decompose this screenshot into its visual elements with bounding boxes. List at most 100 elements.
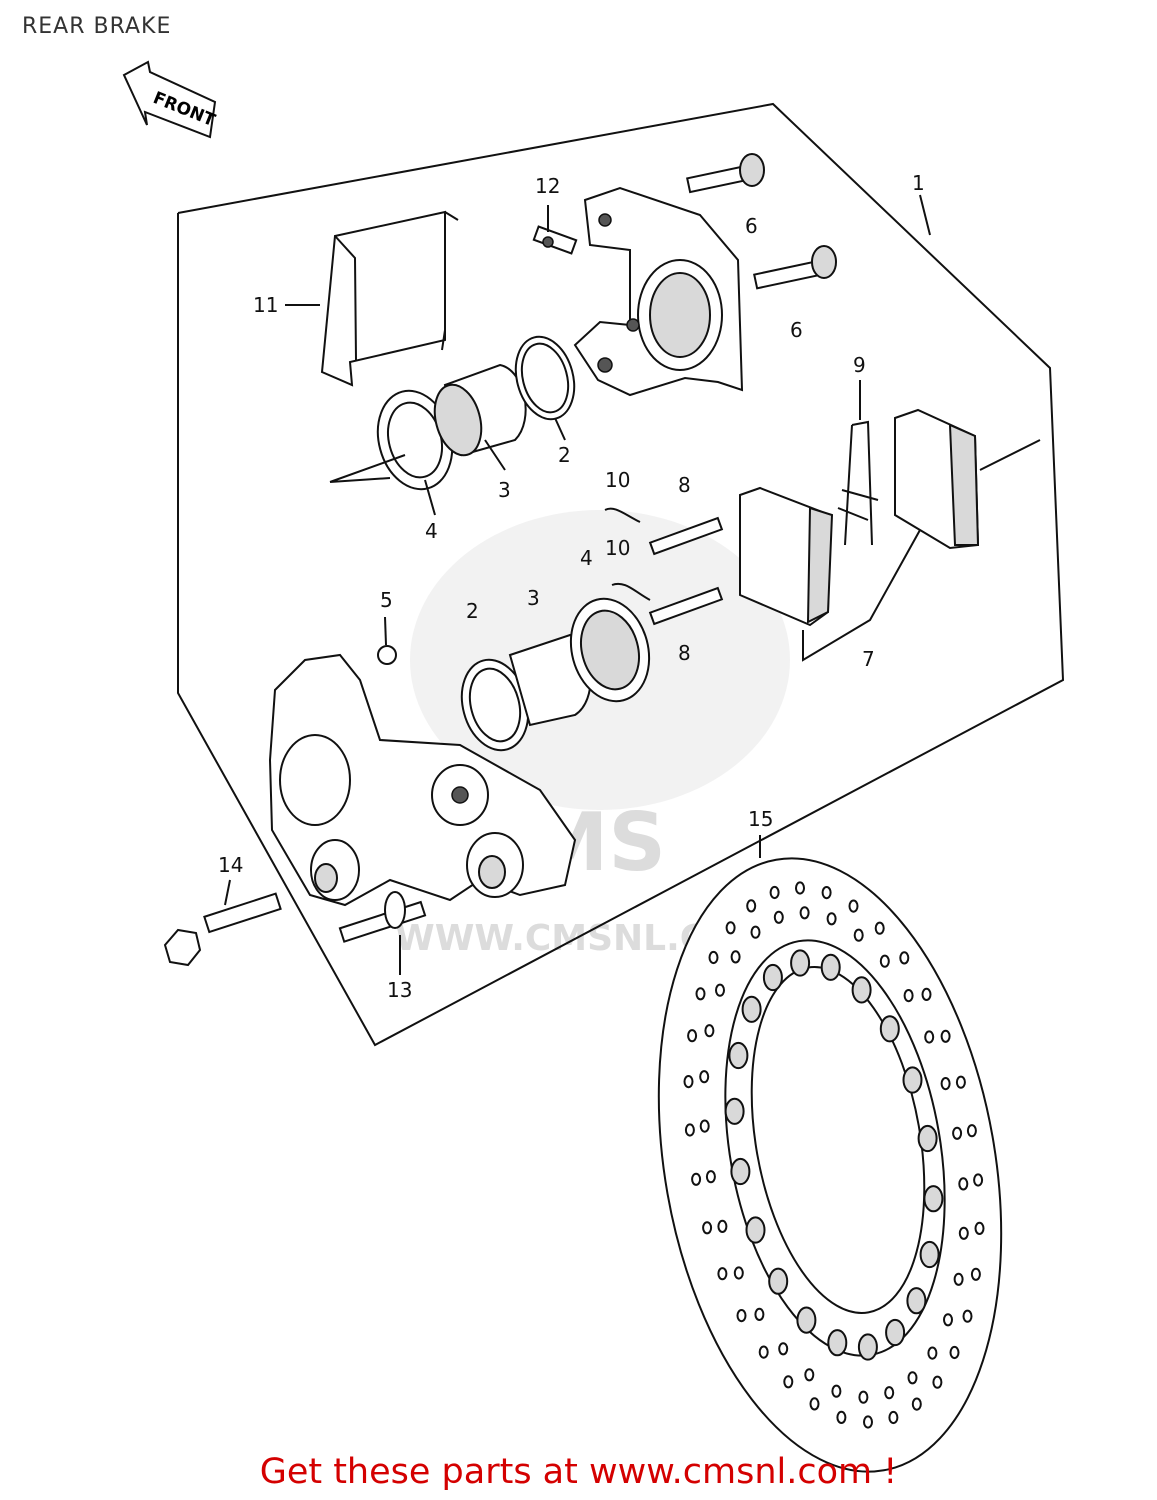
disc-hole: [899, 951, 910, 965]
bleeder-valve-part: [532, 225, 578, 255]
disc-hole: [804, 1368, 815, 1382]
callout-11: 11: [253, 293, 278, 317]
disc-hole: [885, 1318, 906, 1347]
disc-hole: [728, 1041, 749, 1070]
disc-hole: [863, 1415, 873, 1429]
disc-hole: [879, 954, 890, 968]
disc-hole: [906, 1287, 927, 1315]
disc-hole: [848, 899, 859, 913]
callout-2: 2: [466, 599, 479, 623]
disc-drill-holes: [683, 881, 985, 1429]
callout-7: 7: [862, 647, 875, 671]
callout-6: 6: [790, 318, 803, 342]
disc-hole: [820, 953, 841, 981]
disc-hole: [943, 1313, 953, 1327]
disc-hole: [851, 976, 872, 1004]
callout-4: 4: [425, 519, 438, 543]
piston-seal-group-lower: [377, 597, 651, 752]
caliper-bracket-part: [573, 186, 744, 397]
disc-hole: [730, 950, 741, 964]
callout-6: 6: [745, 214, 758, 238]
page-title: REAR BRAKE: [22, 14, 172, 39]
disc-hole: [733, 1266, 744, 1280]
disc-hole: [762, 963, 783, 992]
disc-hole: [923, 1185, 944, 1213]
disc-hole: [730, 1157, 751, 1186]
piston-seal-group-upper: [376, 335, 576, 491]
disc-hole: [790, 949, 811, 977]
disc-hole: [695, 987, 706, 1001]
callout-9: 9: [853, 353, 866, 377]
disc-hole: [962, 1309, 973, 1323]
disc-hole: [884, 1386, 895, 1400]
disc-hole: [924, 1030, 935, 1044]
disc-hole: [966, 1124, 977, 1138]
disc-hole: [853, 928, 864, 942]
disc-hole: [958, 1226, 969, 1240]
disc-hole: [919, 1240, 940, 1269]
disc-hole: [874, 921, 885, 935]
disc-hole: [683, 1075, 694, 1089]
disc-hole: [746, 899, 757, 913]
callout-10: 10: [605, 536, 630, 560]
callout-leader-lines: [224, 194, 1041, 975]
disc-hole: [691, 1172, 702, 1186]
mounting-bolt-parts: [163, 891, 427, 967]
callout-4: 4: [580, 546, 593, 570]
disc-hole: [796, 1306, 817, 1334]
callout-14: 14: [218, 853, 243, 877]
disc-hole: [758, 1345, 769, 1359]
disc-hole: [768, 1267, 789, 1295]
disc-hole: [949, 1345, 960, 1360]
disc-hole: [827, 1329, 848, 1357]
pad-cover-part: [320, 210, 459, 387]
disc-hole: [705, 1170, 716, 1184]
disc-hole: [907, 1371, 918, 1385]
disc-hole: [684, 1123, 695, 1137]
disc-hole: [699, 1070, 710, 1084]
disc-hole: [778, 1342, 789, 1356]
caliper-body-part: [268, 653, 577, 907]
disc-hole: [974, 1221, 985, 1236]
disc-hole: [750, 925, 761, 939]
callout-13: 13: [387, 978, 412, 1002]
disc-hole: [953, 1272, 964, 1286]
disc-hole: [970, 1267, 981, 1281]
pad-spring-part: [837, 420, 879, 546]
disc-hole: [932, 1375, 943, 1389]
disc-hole: [704, 1024, 715, 1038]
disc-hole: [769, 885, 780, 900]
disc-hole: [903, 989, 914, 1003]
disc-hole: [831, 1384, 842, 1398]
disc-hole: [857, 1333, 878, 1361]
disc-hole: [888, 1410, 899, 1425]
disc-hole: [836, 1410, 847, 1425]
disc-hole: [724, 1097, 745, 1125]
disc-hole: [699, 1119, 710, 1133]
callout-3: 3: [498, 478, 511, 502]
disc-hole: [952, 1126, 963, 1140]
front-direction-arrow: FRONT: [122, 60, 218, 139]
footer-parts-link[interactable]: Get these parts at www.cmsnl.com !: [259, 1452, 898, 1492]
pin-and-clip-parts: [604, 507, 724, 626]
callout-12: 12: [535, 174, 560, 198]
brake-pad-part: [739, 408, 980, 627]
disc-hole: [917, 1124, 938, 1153]
assembly-outline: [177, 102, 1065, 1047]
disc-hole: [708, 950, 719, 965]
disc-hole: [940, 1029, 951, 1043]
disc-hole: [717, 1219, 728, 1234]
disc-hole: [702, 1221, 713, 1235]
disc-hole: [927, 1346, 938, 1360]
disc-hole: [826, 912, 837, 926]
disc-hole: [754, 1307, 765, 1322]
disc-hole: [921, 987, 932, 1002]
disc-hole: [687, 1029, 698, 1043]
disc-hole: [879, 1015, 900, 1043]
disc-hole: [955, 1075, 966, 1089]
bolt-part: [686, 153, 837, 290]
disc-hole: [821, 886, 832, 900]
callout-1: 1: [912, 171, 925, 195]
disc-hole: [725, 921, 736, 935]
